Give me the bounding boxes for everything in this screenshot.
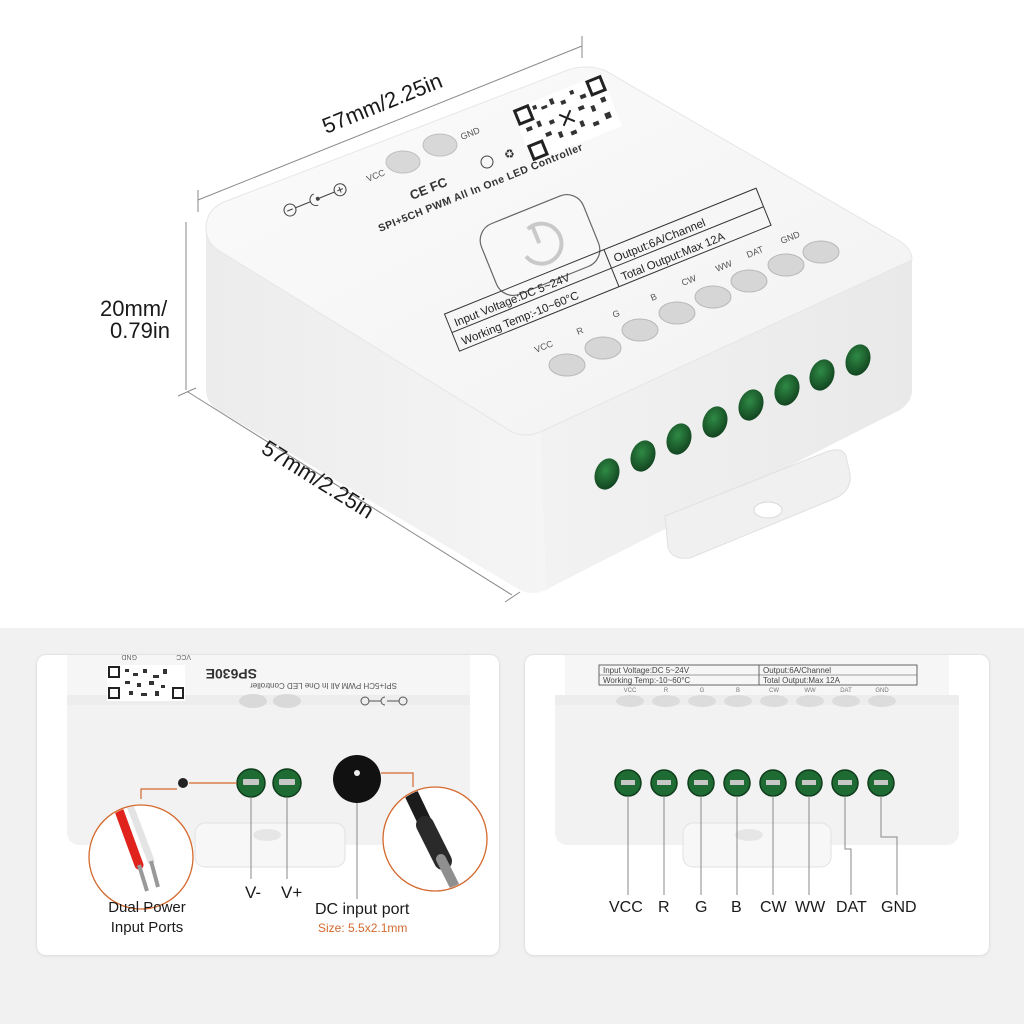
terminal-label-dat: DAT — [836, 899, 867, 916]
svg-text:SPI+5CH PWM All In One LED Con: SPI+5CH PWM All In One LED Controller — [250, 681, 397, 690]
spec-table-bottom: Input Voltage:DC 5~24V Working Temp:-10~… — [598, 664, 918, 686]
svg-text:R: R — [664, 688, 669, 694]
terminal-label-cw: CW — [760, 899, 787, 916]
svg-text:Output:6A/Channel: Output:6A/Channel — [763, 666, 831, 675]
svg-text:R: R — [575, 325, 585, 337]
top-terminal-screws — [548, 240, 840, 377]
terminal-label-gnd: GND — [881, 899, 917, 916]
cert-ce-fc: CE FC — [408, 174, 450, 203]
svg-text:Input Voltage:DC 5~24V: Input Voltage:DC 5~24V — [603, 666, 690, 675]
svg-text:GND: GND — [121, 655, 137, 660]
model-name: SP630E — [206, 666, 257, 682]
v-minus-terminal — [236, 768, 266, 798]
svg-text:♻: ♻ — [504, 147, 515, 161]
svg-text:B: B — [649, 291, 658, 303]
v-plus-label: V+ — [281, 883, 303, 902]
terminal-label-b: B — [731, 899, 742, 916]
v-plus-terminal — [272, 768, 302, 798]
dc-plug-callout — [382, 786, 488, 892]
side-terminal-holes — [594, 344, 871, 490]
svg-text:CW: CW — [769, 688, 779, 694]
v-minus-label: V- — [245, 883, 262, 902]
dimension-height-line1: 20mm/ — [100, 296, 168, 321]
terminal-label-g: G — [695, 899, 708, 916]
product-3d-illustration: VCC GND CE FC ♻ SPI+5CH PWM All In One L… — [177, 36, 913, 603]
svg-text:DAT: DAT — [840, 688, 852, 694]
terminal-label-r: R — [658, 899, 670, 916]
dimension-height-line2: 0.79in — [110, 318, 170, 343]
svg-text:WW: WW — [804, 688, 816, 694]
panel-output-terminals: Input Voltage:DC 5~24V Working Temp:-10~… — [524, 654, 990, 956]
dc-jack — [333, 755, 381, 803]
dc-input-port-label: DC input port — [315, 901, 410, 918]
svg-text:G: G — [700, 688, 705, 694]
qr-code — [512, 74, 622, 162]
terminal-label-vcc: VCC — [609, 899, 643, 916]
output-green-terminals — [614, 769, 895, 797]
power-button-graphic — [479, 193, 601, 297]
svg-text:VCC: VCC — [176, 655, 191, 660]
dimension-lines — [177, 36, 583, 603]
dual-power-label-line1: Dual Power — [108, 899, 186, 916]
output-terminals-illustration: Input Voltage:DC 5~24V Working Temp:-10~… — [555, 655, 959, 895]
dual-power-wires-callout — [88, 804, 194, 910]
dual-power-label-line2: Input Ports — [110, 919, 184, 936]
svg-text:Total Output:Max 12A: Total Output:Max 12A — [763, 676, 841, 685]
svg-text:G: G — [611, 308, 621, 320]
hero-section: VCC GND CE FC ♻ SPI+5CH PWM All In One L… — [100, 36, 913, 603]
svg-text:VCC: VCC — [624, 688, 637, 694]
svg-text:GND: GND — [875, 688, 889, 694]
terminal-label-ww: WW — [795, 899, 826, 916]
panel-power-input: SPI+5CH PWM All In One LED Controller SP… — [36, 654, 500, 956]
dc-input-port-size: Size: 5.5x2.1mm — [318, 921, 408, 935]
svg-text:B: B — [736, 688, 740, 694]
power-input-illustration: SPI+5CH PWM All In One LED Controller SP… — [67, 655, 488, 910]
svg-text:Working Temp:-10~60°C: Working Temp:-10~60°C — [603, 676, 690, 685]
